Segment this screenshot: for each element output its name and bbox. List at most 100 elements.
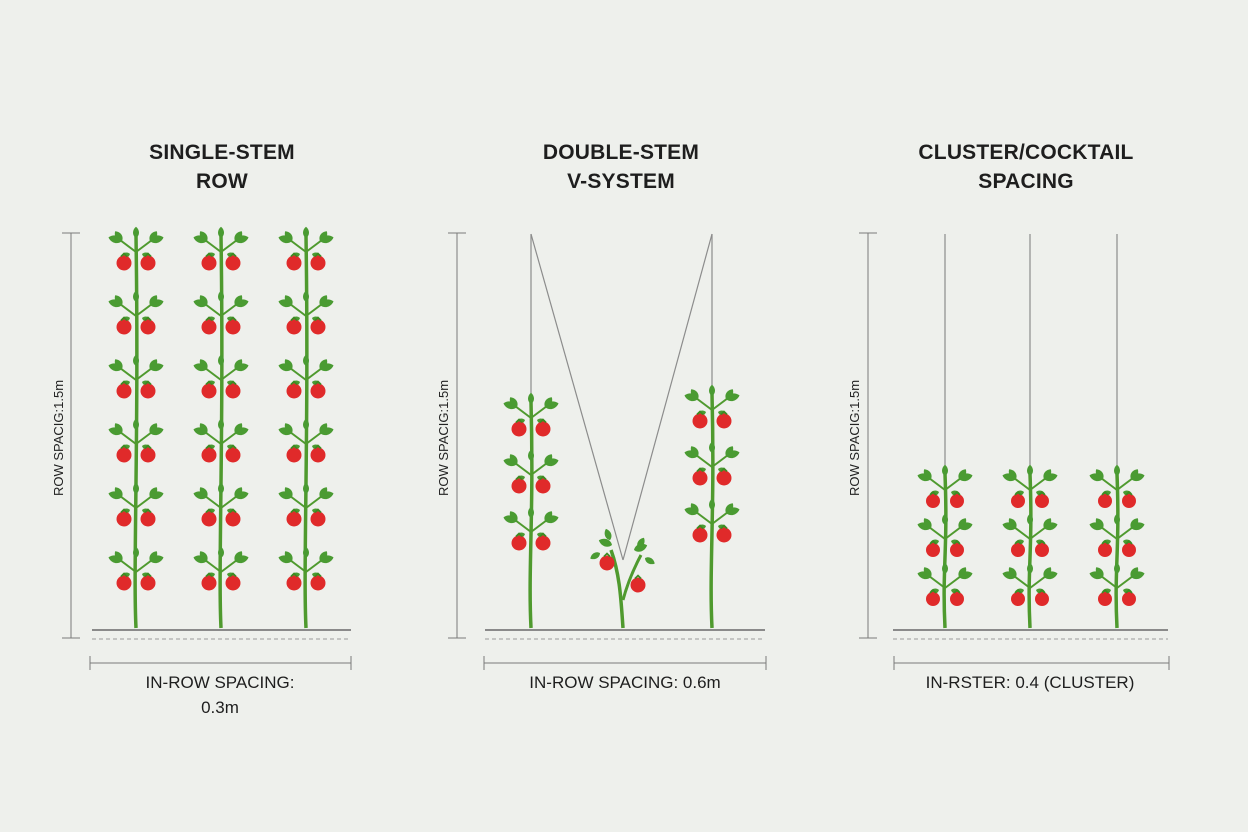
tomato-plant [1089, 464, 1145, 629]
leaf [218, 226, 224, 238]
branch [695, 454, 713, 468]
tomato-calyx [1038, 490, 1046, 496]
leaf [303, 418, 309, 430]
tomato [716, 527, 732, 543]
branch [204, 367, 222, 381]
panel1-title: SINGLE-STEM ROW [122, 138, 322, 196]
leaf [218, 482, 224, 494]
tomato [511, 535, 527, 551]
leaf [709, 498, 715, 510]
tomato [225, 511, 241, 527]
tomato-calyx [144, 252, 152, 258]
branch [944, 575, 962, 589]
leaf [1130, 518, 1139, 529]
branch [135, 559, 153, 573]
leaf [149, 551, 158, 562]
branch [289, 239, 307, 253]
stem [942, 473, 948, 629]
leaf [1043, 518, 1052, 529]
stem [621, 554, 643, 601]
tomato-calyx [144, 380, 152, 386]
branch [944, 477, 962, 491]
leaf [509, 397, 518, 408]
tomato-calyx [120, 252, 128, 258]
branch [1029, 477, 1047, 491]
tomato [535, 535, 551, 551]
tomato [1098, 494, 1112, 508]
leaf [1008, 518, 1017, 529]
leaf [509, 454, 518, 465]
tomato [926, 494, 940, 508]
stem [528, 401, 534, 629]
tomato-calyx [515, 532, 523, 538]
tomato-plants [108, 226, 1145, 629]
branch [204, 303, 222, 317]
leaf [133, 354, 139, 366]
tomato-calyx [1101, 490, 1109, 496]
leaf [923, 567, 932, 578]
branch [695, 397, 713, 411]
branch [220, 431, 238, 445]
tomato [140, 447, 156, 463]
branch [1116, 477, 1134, 491]
branch [119, 431, 137, 445]
leaf [1008, 469, 1017, 480]
tomato [286, 319, 302, 335]
tomato-calyx [205, 444, 213, 450]
tomato-calyx [314, 252, 322, 258]
leaf [319, 551, 328, 562]
tomato-calyx [290, 252, 298, 258]
branch [1116, 575, 1134, 589]
tomato-calyx [144, 572, 152, 578]
leaf [1130, 469, 1139, 480]
tomato [1122, 494, 1136, 508]
leaf [1027, 562, 1033, 574]
leaf [133, 482, 139, 494]
tomato-calyx [953, 588, 961, 594]
leaf [319, 487, 328, 498]
branch [1013, 575, 1031, 589]
leaf [149, 359, 158, 370]
leaf [637, 537, 645, 548]
tomato [599, 555, 615, 571]
tomato-calyx [314, 316, 322, 322]
tomato [286, 447, 302, 463]
tomato [511, 478, 527, 494]
leaf [709, 441, 715, 453]
branch [119, 303, 137, 317]
tomato-calyx [1038, 539, 1046, 545]
panel1-caption-line2: 0.3m [201, 698, 239, 717]
panel1-title-line2: ROW [196, 170, 248, 193]
tomato-calyx [205, 380, 213, 386]
dimension-lines [62, 232, 1170, 670]
tomato-plant [108, 226, 164, 629]
branch [695, 511, 713, 525]
tomato-calyx [120, 444, 128, 450]
tomato-calyx [290, 380, 298, 386]
branch [204, 431, 222, 445]
tomato [310, 255, 326, 271]
tomato-calyx [229, 572, 237, 578]
leaf [149, 423, 158, 434]
leaf [1027, 464, 1033, 476]
branch [135, 495, 153, 509]
leaf [234, 359, 243, 370]
leaf [528, 392, 534, 404]
leaf [149, 295, 158, 306]
tomato-calyx [314, 380, 322, 386]
tomato [310, 511, 326, 527]
panel3-caption-line1: IN-RSTER: 0.4 (CLUSTER) [925, 673, 1135, 692]
tomato [692, 413, 708, 429]
tomato [286, 255, 302, 271]
tomato-plant [278, 226, 334, 629]
branch [119, 495, 137, 509]
branch [711, 397, 729, 411]
panel1-title-line1: SINGLE-STEM [149, 141, 295, 164]
leaf [234, 487, 243, 498]
tomato-calyx [634, 574, 642, 580]
tomato-calyx [1038, 588, 1046, 594]
tomato [310, 447, 326, 463]
leaf [199, 359, 208, 370]
tomato-plant [1002, 464, 1058, 629]
tomato-calyx [314, 444, 322, 450]
